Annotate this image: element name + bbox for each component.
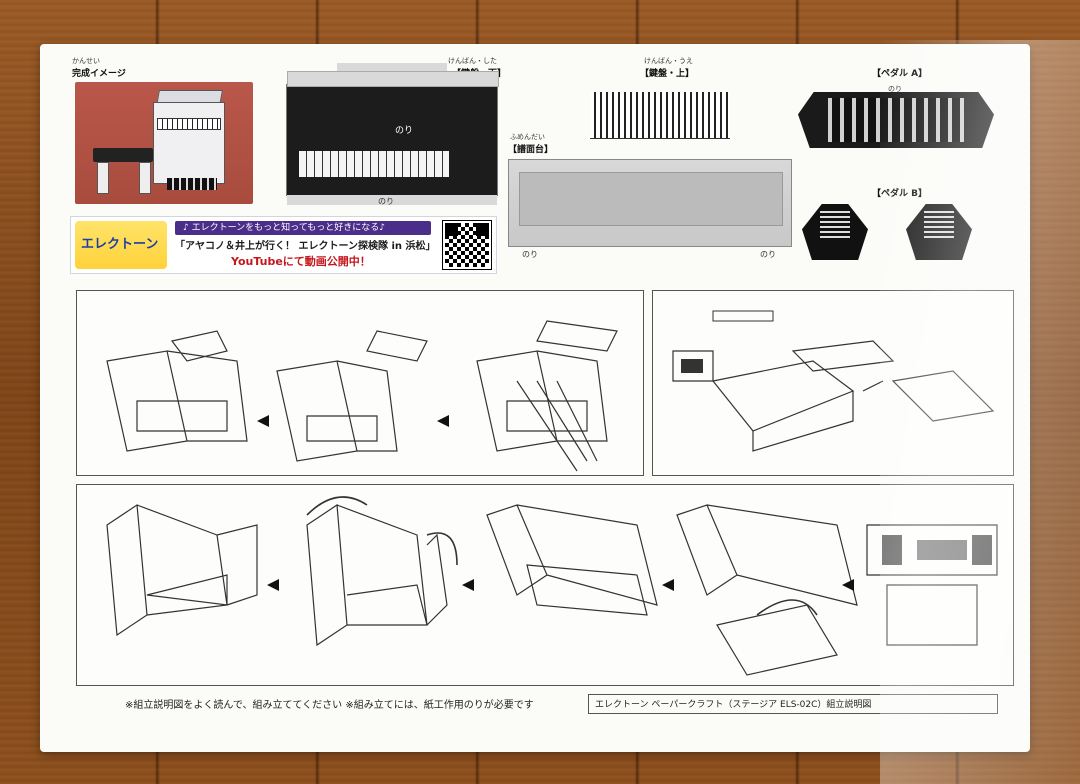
banner-line-1: ♪ エレクトーンをもっと知ってもっと好きになる♪: [175, 221, 431, 235]
assembly-diagram: [106, 320, 618, 472]
organ-keys: [157, 118, 221, 130]
pedal-b-part: [802, 204, 868, 260]
keyboard-lower-keys: [299, 151, 449, 177]
pedal-b-bars: [924, 208, 954, 238]
keyboard-upper-ruby: けんばん・うえ: [644, 57, 693, 65]
pedal-a-bars: [828, 98, 964, 142]
assembly-panel-3: [76, 290, 644, 476]
music-stand-part: [508, 159, 792, 247]
organ-body: [153, 102, 225, 184]
footer-note: ※組立説明図をよく読んで、組み立ててください ※組み立てには、紙工作用のりが必要…: [125, 700, 534, 711]
qr-code-icon: [442, 220, 492, 270]
keyboard-upper-label: 【鍵盤・上】: [640, 69, 695, 79]
bench-leg: [97, 162, 109, 194]
banner-line-2: 「アヤコノ＆井上が行く！ エレクトーン探検隊 in 浜松」: [175, 241, 436, 252]
electone-logo-text: エレクトーン: [81, 237, 159, 252]
glue-label: のり: [378, 197, 394, 206]
glue-tab: [337, 63, 447, 73]
glue-label: のり: [522, 250, 538, 259]
organ-photo: [75, 82, 253, 204]
complete-image-ruby: かんせい: [72, 57, 100, 65]
keyboard-upper-keys: [590, 92, 730, 139]
music-stand-label: 【譜面台】: [508, 145, 554, 155]
assembly-diagram: [672, 310, 995, 452]
assembly-panel-2: [652, 290, 1014, 476]
complete-image-label: 完成イメージ: [72, 69, 126, 79]
pedal-b-part: [906, 204, 972, 260]
assembly-diagram: [106, 496, 998, 676]
music-stand-ruby: ふめんだい: [510, 133, 545, 141]
electone-logo: エレクトーン: [75, 221, 167, 269]
glue-label: のり: [395, 126, 414, 136]
music-stand-panel: [519, 172, 783, 226]
papercraft-sheet: かんせい 完成イメージ けんばん・した 【鍵盤・下】 のり のり けんばん・うえ…: [40, 44, 1030, 752]
glue-label: のり: [760, 250, 776, 259]
youtube-banner: エレクトーン ♪ エレクトーンをもっと知ってもっと好きになる♪ 「アヤコノ＆井上…: [70, 216, 497, 274]
assembly-panel-1: [76, 484, 1014, 686]
pedal-b-bars: [820, 208, 850, 238]
pedal-a-part: [798, 92, 994, 148]
bench-seat: [93, 148, 153, 162]
organ-pedals: [167, 178, 217, 190]
keyboard-lower-part: のり: [286, 63, 499, 205]
footer-title: エレクトーン ペーパークラフト（ステージア ELS-02C）組立説明図: [588, 694, 998, 714]
glue-label: のり: [888, 85, 902, 93]
pedal-b-label: 【ペダル B】: [872, 189, 927, 199]
bench-leg: [139, 162, 151, 194]
pedal-a-label: 【ペダル A】: [872, 69, 928, 79]
glue-strip: [287, 195, 497, 205]
banner-line-3: YouTubeにて動画公開中！: [231, 255, 371, 268]
glue-strip: [287, 71, 499, 87]
keyboard-lower-ruby: けんばん・した: [448, 57, 497, 65]
